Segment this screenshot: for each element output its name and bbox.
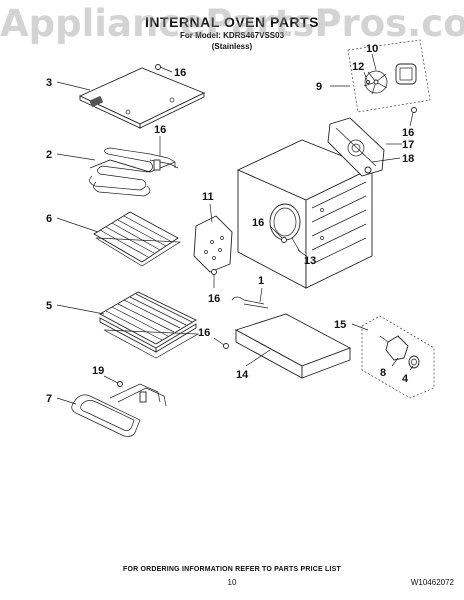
callout-9: 9 [316,81,322,93]
part-bottom-panel[interactable] [78,67,206,129]
callout-5: 5 [46,300,52,312]
part-nut[interactable] [364,166,372,174]
page-number: 10 [227,578,237,587]
callout-2: 2 [46,149,52,161]
callout-3: 3 [46,77,52,89]
part-light-lens[interactable] [408,355,420,369]
callout-1: 1 [258,275,264,287]
callout-10: 10 [366,43,378,55]
screw-16-top [155,64,173,73]
part-oven-rack[interactable] [93,211,182,267]
part-fan-motor[interactable] [395,63,417,85]
callout-8: 8 [380,367,386,379]
ordering-note: FOR ORDERING INFORMATION REFER TO PARTS … [122,566,342,573]
callout-18: 18 [402,153,414,165]
callout-16d: 16 [252,217,264,229]
callout-6: 6 [46,213,52,225]
part-fan-blade[interactable] [363,70,388,95]
part-light-socket[interactable] [379,335,409,361]
callout-16e: 16 [198,327,210,339]
part-bottom-cover[interactable] [234,313,352,379]
callout-17: 17 [402,139,414,151]
callout-12: 12 [352,61,364,73]
model-number: For Model: KDRS467VSS03 [179,31,285,40]
part-fan-baffle[interactable] [193,215,233,273]
part-temperature-sensor[interactable] [231,296,269,309]
part-broil-element[interactable] [71,383,167,437]
finish-label: (Stainless) [211,42,253,51]
callout-16c: 16 [208,293,220,305]
callout-14: 14 [236,369,249,381]
callout-13: 13 [304,255,316,267]
document-number: W10462072 [410,578,454,587]
callout-16a: 16 [174,67,186,79]
part-fan-shroud[interactable] [327,117,385,177]
callout-7: 7 [46,393,52,405]
callout-16f: 16 [402,127,414,139]
callout-19: 19 [92,365,104,377]
part-bake-element[interactable] [89,147,179,197]
part-oven-light-assembly[interactable] [361,315,435,399]
page-title: INTERNAL OVEN PARTS [145,14,319,30]
callout-15: 15 [334,319,346,331]
callout-11: 11 [202,191,214,203]
part-roller-rack[interactable] [99,291,200,359]
part-convection-fan-assembly[interactable] [347,39,431,113]
callout-16b: 16 [154,124,166,136]
callout-4: 4 [402,373,409,385]
